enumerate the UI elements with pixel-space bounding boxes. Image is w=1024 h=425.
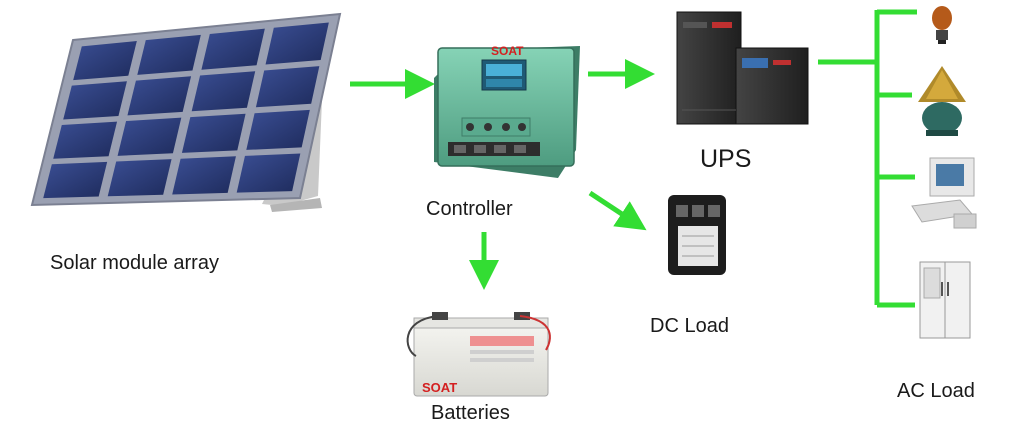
controller-brand-logo: SOAT xyxy=(491,44,524,58)
solar-cell xyxy=(53,121,118,159)
ups-icon xyxy=(676,11,809,125)
solar-cell xyxy=(43,161,108,199)
solar-cell xyxy=(172,156,236,195)
solar-cell xyxy=(236,153,301,193)
battery-icon: SOAT xyxy=(406,312,551,397)
solar-cell xyxy=(191,71,256,112)
solar-cell xyxy=(63,81,127,120)
battery-brand-logo: SOAT xyxy=(422,380,457,395)
ac-load-bus xyxy=(818,9,917,308)
ups-label: UPS xyxy=(700,145,752,173)
light-bulb-icon xyxy=(932,6,952,44)
dc-load-label: DC Load xyxy=(650,315,729,337)
table-lamp-icon xyxy=(918,66,966,136)
solar-cell xyxy=(201,28,265,70)
solar-cell xyxy=(255,66,320,108)
dc-load-meter-icon xyxy=(668,195,726,275)
arrow-controller-to-dc-load xyxy=(588,190,647,231)
solar-cell xyxy=(246,109,310,150)
solar-cell xyxy=(127,76,192,116)
batteries-label: Batteries xyxy=(431,402,510,424)
computer-icon xyxy=(911,157,977,229)
solar-cell xyxy=(117,117,182,156)
ac-load-label: AC Load xyxy=(897,380,975,402)
controller-label: Controller xyxy=(426,198,513,220)
solar-cell xyxy=(181,113,246,153)
solar-module-array-label: Solar module array xyxy=(50,252,219,274)
refrigerator-icon xyxy=(919,261,971,339)
solar-panel-icon xyxy=(30,12,342,212)
solar-cell xyxy=(107,159,172,197)
solar-cell xyxy=(73,41,137,81)
charge-controller-icon: SOAT xyxy=(434,44,580,178)
solar-cell xyxy=(137,34,201,75)
solar-cell xyxy=(265,22,329,65)
